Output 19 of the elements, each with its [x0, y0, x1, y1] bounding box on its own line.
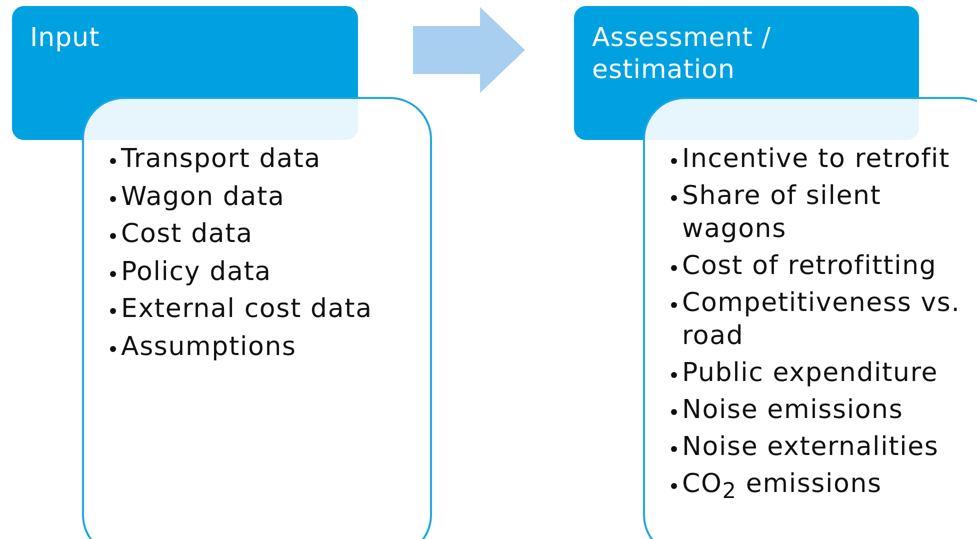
- list-item: CO$_{2}$ emissions: [682, 468, 882, 506]
- list-item: Noise emissions: [682, 394, 904, 427]
- heading-text: Assessment / estimation: [592, 22, 772, 86]
- list-item: Wagon data: [121, 180, 285, 214]
- list-card: [643, 97, 977, 539]
- heading-text: Input: [30, 22, 101, 54]
- list-item: Assumptions: [121, 330, 296, 364]
- list-item: Competitiveness vs. road: [682, 287, 962, 353]
- list-item: Transport data: [121, 143, 322, 176]
- list-item: Public expenditure: [682, 357, 938, 390]
- list-item: External cost data: [121, 293, 372, 326]
- list-item: Policy data: [121, 256, 272, 288]
- list-item: Incentive to retrofit: [682, 143, 950, 176]
- list-card: [82, 97, 432, 539]
- list-item: Noise externalities: [682, 431, 939, 464]
- list-item: Share of silent wagons: [682, 180, 882, 246]
- list-item: Cost of retrofitting: [682, 250, 937, 283]
- list-item: Cost data: [121, 218, 253, 251]
- block-arrow: [413, 7, 525, 93]
